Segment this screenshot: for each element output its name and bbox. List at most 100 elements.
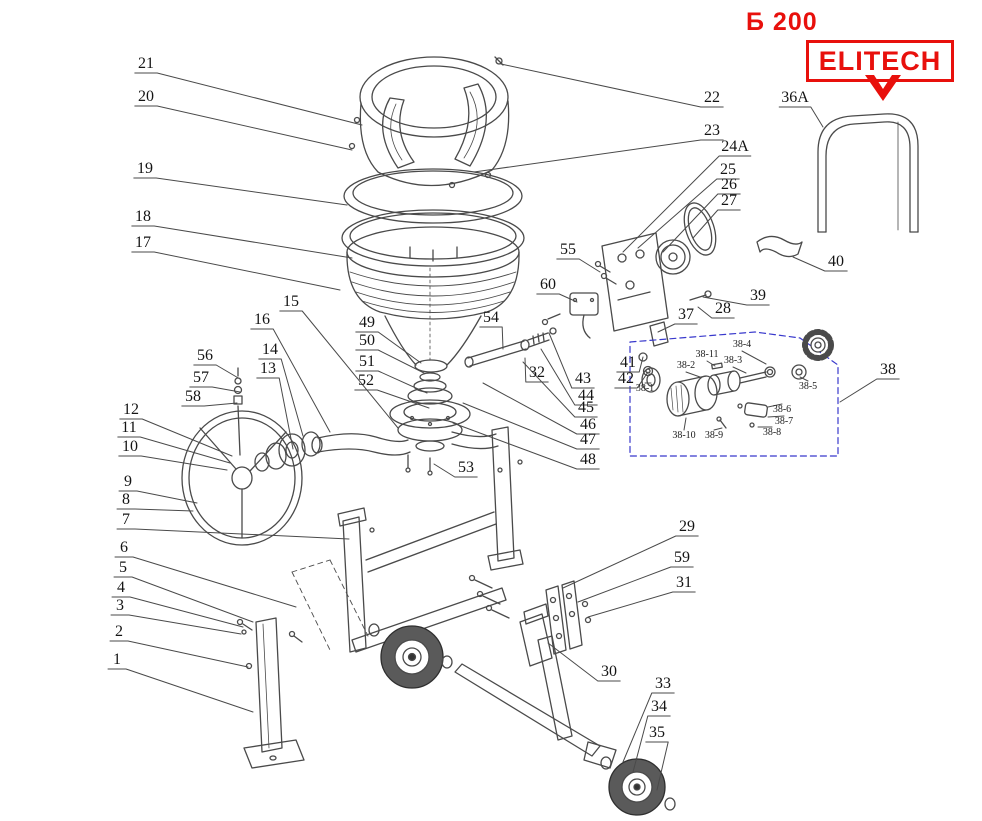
mixer-shaft <box>464 313 561 368</box>
leader-line-13 <box>256 377 294 450</box>
leader-line-38-2 <box>685 371 701 378</box>
leader-line-16 <box>250 328 331 433</box>
leader-line-38-5 <box>799 376 809 382</box>
leader-line-47 <box>462 402 600 450</box>
main-frame <box>337 426 524 653</box>
leader-line-38 <box>839 378 900 403</box>
hub-assembly <box>254 431 321 472</box>
leader-line-50 <box>355 349 425 374</box>
leader-line-57 <box>189 386 241 393</box>
ring-gear <box>389 399 471 452</box>
leader-line-6 <box>114 556 297 608</box>
leader-line-34 <box>632 715 671 773</box>
transport-wheel-right <box>600 756 676 816</box>
leader-line-26 <box>662 193 741 253</box>
leader-line-60 <box>536 293 578 303</box>
leader-line-40 <box>792 256 848 272</box>
leader-line-38-4 <box>741 350 767 365</box>
leader-line-27 <box>692 209 741 239</box>
drum-ring-upper <box>343 168 523 224</box>
leader-line-30 <box>547 642 621 682</box>
leader-line-39 <box>702 296 770 306</box>
leader-line-35 <box>645 741 669 791</box>
leader-line-17 <box>131 251 341 291</box>
leader-line-53 <box>433 463 478 478</box>
leader-line-49 <box>355 331 422 364</box>
model-title: Б 200 <box>746 8 818 36</box>
leader-line-38-3 <box>732 366 747 374</box>
motor-exploded <box>641 362 807 429</box>
leader-line-38-9 <box>713 427 723 431</box>
brand-logo: ELITECH <box>806 40 954 101</box>
motor-pulley <box>655 239 691 275</box>
leader-line-51 <box>355 370 428 394</box>
support-arm <box>311 431 499 456</box>
leader-line-25 <box>637 178 740 249</box>
leader-line-18 <box>131 225 353 259</box>
washers <box>638 352 654 377</box>
transport-wheel-center <box>368 623 453 689</box>
leader-line-15 <box>279 310 399 429</box>
power-switch <box>569 292 599 339</box>
leader-line-38-11 <box>706 360 716 367</box>
leader-line-38-10 <box>683 417 687 431</box>
leader-line-59 <box>577 566 694 603</box>
leader-line-44 <box>540 348 598 406</box>
leader-line-31 <box>587 591 696 618</box>
leader-line-5 <box>113 576 254 623</box>
leader-line-42 <box>614 371 649 389</box>
small-bracket <box>649 321 669 347</box>
towbar-assembly <box>454 574 617 769</box>
leader-line-3 <box>110 614 242 635</box>
leader-line-7 <box>116 528 350 540</box>
flange-stack <box>407 372 453 405</box>
leader-line-28 <box>697 306 735 319</box>
leader-line-1 <box>107 668 254 713</box>
leader-line-41 <box>616 356 644 373</box>
leader-line-19 <box>133 177 348 206</box>
leader-line-11 <box>117 436 231 464</box>
plate-screws <box>594 260 617 285</box>
drum-top-cone <box>348 56 510 189</box>
drum-body <box>346 226 520 320</box>
bolts-under-gear <box>405 454 433 476</box>
leader-line-58 <box>181 402 238 407</box>
drum-ring-lower <box>341 209 525 267</box>
leader-line-22 <box>500 63 724 108</box>
leader-line-29 <box>562 535 699 589</box>
leader-line-55 <box>556 258 601 273</box>
leader-line-4 <box>111 596 244 628</box>
plate-bolt <box>689 290 712 301</box>
leader-line-45 <box>522 361 598 418</box>
leader-line-33 <box>622 692 675 763</box>
motor-fan <box>802 329 834 361</box>
drum-lower-cone <box>384 267 482 373</box>
wheel-axle-hardware <box>233 367 243 456</box>
leader-line-2 <box>109 640 249 668</box>
leader-line-32 <box>524 357 549 383</box>
leader-line-12 <box>119 418 233 457</box>
leader-line-48 <box>452 422 600 470</box>
leader-line-23 <box>473 139 724 173</box>
motor-assembly-box <box>629 331 839 457</box>
handle-bracket <box>756 235 803 258</box>
left-leg <box>236 617 305 769</box>
hand-wheel <box>181 410 303 546</box>
drive-belt <box>683 202 717 256</box>
belt-guard-cover <box>817 113 919 233</box>
leader-line-37 <box>657 323 698 333</box>
leader-lines <box>107 63 900 791</box>
leader-line-14 <box>258 358 304 437</box>
leader-line-54 <box>479 326 504 350</box>
leader-line-38-7 <box>767 415 785 418</box>
brand-logo-text: ELITECH <box>818 45 942 76</box>
leader-line-8 <box>116 508 194 512</box>
leader-line-52 <box>354 389 430 409</box>
brand-logo-checkmark-icon <box>865 73 901 101</box>
leader-line-56 <box>193 364 241 380</box>
leader-line-20 <box>134 105 353 151</box>
leader-line-36A <box>778 106 824 128</box>
leader-line-10 <box>118 455 228 471</box>
